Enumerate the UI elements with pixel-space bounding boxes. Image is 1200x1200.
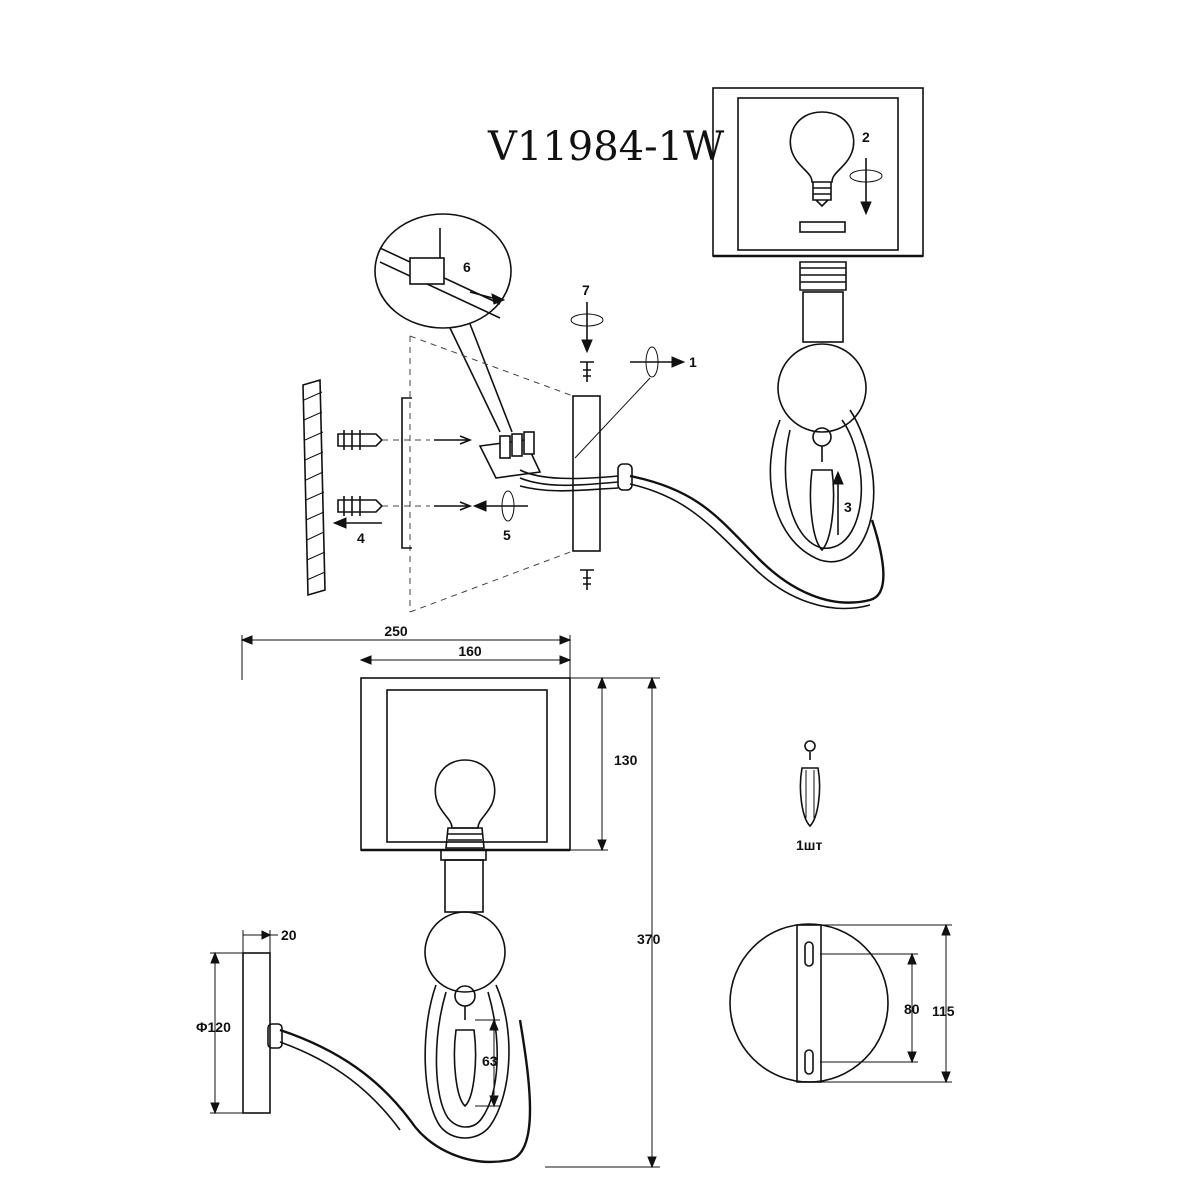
dim-mount-height: 115 bbox=[932, 1003, 955, 1019]
dim-base-depth: 20 bbox=[281, 927, 297, 943]
crystal-icon bbox=[809, 446, 835, 552]
step-5-label: 5 bbox=[503, 527, 511, 543]
wires bbox=[519, 469, 619, 492]
socket bbox=[799, 261, 847, 291]
step-7-label: 7 bbox=[582, 282, 590, 298]
dim-shade-width: 160 bbox=[458, 643, 482, 659]
mount-strip bbox=[796, 924, 822, 1083]
shade-outer bbox=[712, 87, 924, 257]
wall-plate bbox=[572, 395, 601, 552]
screw-icon bbox=[580, 361, 594, 382]
base-plate bbox=[242, 952, 271, 1114]
detail-bubble bbox=[374, 213, 512, 329]
neck-tube bbox=[802, 291, 844, 343]
mounting-bracket bbox=[401, 397, 412, 549]
shade-inner bbox=[737, 97, 899, 251]
dim-slot-spacing: 80 bbox=[904, 1001, 920, 1017]
loop-arm bbox=[424, 984, 510, 1139]
curved-arm bbox=[629, 474, 885, 604]
bulb-icon bbox=[434, 759, 496, 849]
shade-inner bbox=[386, 689, 548, 843]
model-title: V11984-1W bbox=[487, 124, 724, 170]
wall-section bbox=[302, 378, 326, 597]
exploded-view: 2 3 1 7 bbox=[302, 87, 924, 613]
dim-overall-width: 250 bbox=[384, 623, 408, 639]
curved-arm bbox=[279, 1019, 532, 1164]
step-3-label: 3 bbox=[844, 499, 852, 515]
bulb-icon bbox=[789, 111, 855, 208]
ball-joint bbox=[424, 911, 506, 993]
step-2-label: 2 bbox=[862, 129, 870, 145]
loop-arm bbox=[769, 409, 875, 563]
screw-icon bbox=[434, 435, 473, 445]
step-1-label: 1 bbox=[689, 354, 697, 370]
terminal-block bbox=[478, 431, 542, 479]
dim-crystal-length: 63 bbox=[482, 1053, 498, 1069]
ball-joint bbox=[777, 343, 867, 433]
slot-icon bbox=[804, 1049, 814, 1075]
dim-base-diameter: Φ120 bbox=[196, 1019, 231, 1035]
step-6-label: 6 bbox=[463, 259, 471, 275]
side-view: 250 160 130 370 bbox=[196, 623, 661, 1169]
dowel-icon bbox=[337, 496, 384, 516]
screw-icon bbox=[580, 569, 594, 590]
slot-icon bbox=[804, 941, 814, 967]
crystal-icon bbox=[799, 752, 821, 828]
dowel-icon bbox=[337, 430, 384, 450]
crystal-cap bbox=[454, 985, 476, 1007]
mounting-plate-view: 80 115 bbox=[729, 923, 955, 1084]
crystal-count: 1шт bbox=[796, 837, 822, 853]
step-4-label: 4 bbox=[357, 530, 365, 546]
crystal-icon bbox=[453, 1006, 477, 1108]
screw-icon bbox=[434, 501, 473, 511]
dim-shade-height: 130 bbox=[614, 752, 638, 768]
socket-plate bbox=[799, 221, 846, 233]
shade-front bbox=[360, 677, 571, 851]
round-base bbox=[729, 923, 889, 1083]
socket bbox=[440, 849, 487, 861]
crystal-part: 1шт bbox=[796, 740, 822, 853]
dim-overall-height: 370 bbox=[637, 931, 661, 947]
neck-tube bbox=[444, 859, 484, 913]
projection-lines bbox=[409, 335, 574, 613]
crystal-cap bbox=[812, 427, 832, 447]
